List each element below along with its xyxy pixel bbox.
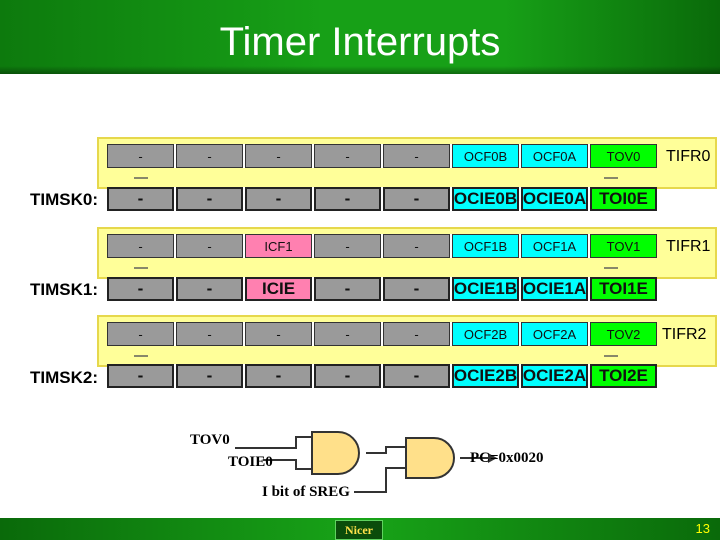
overlap-mark (604, 355, 618, 362)
timsk2-label: TIMSK2: (30, 368, 98, 387)
timsk2-bit6: - (176, 364, 243, 388)
overlap-mark (134, 267, 148, 274)
tifr0-bit0: TOV0 (590, 144, 657, 168)
tifr1-label: TIFR1 (666, 238, 711, 255)
and-gate-1 (311, 431, 360, 475)
tifr2-bit4: - (314, 322, 381, 346)
sreg-wire (354, 467, 406, 493)
timsk0-bit0: TOI0E (590, 187, 657, 211)
tifr2-bit6: - (176, 322, 243, 346)
logo: Nicer (335, 520, 383, 540)
tifr1-bit4: - (314, 234, 381, 258)
tifr1-bit3: - (383, 234, 450, 258)
tifr0-bit2: OCF0B (452, 144, 519, 168)
overlap-mark (134, 355, 148, 362)
timsk1-bit4: - (314, 277, 381, 301)
timsk1-bit1: OCIE1A (521, 277, 588, 301)
tifr0-bit1: OCF0A (521, 144, 588, 168)
tifr1-bit1: OCF1A (521, 234, 588, 258)
title-bar (0, 0, 720, 74)
tifr0-bit3: - (383, 144, 450, 168)
tov0-wire (235, 436, 312, 449)
tifr2-label: TIFR2 (662, 326, 707, 343)
timsk0-register: - - - - - OCIE0B OCIE0A TOI0E (107, 187, 657, 211)
timsk0-bit3: - (383, 187, 450, 211)
overlap-mark (134, 177, 148, 184)
timsk2-bit3: - (383, 364, 450, 388)
timsk2-register: - - - - - OCIE2B OCIE2A TOI2E (107, 364, 657, 388)
and1-output-wire (366, 446, 406, 454)
timsk1-bit7: - (107, 277, 174, 301)
tifr0-bit5: - (245, 144, 312, 168)
timsk0-bit1: OCIE0A (521, 187, 588, 211)
tifr2-bit2: OCF2B (452, 322, 519, 346)
toie0-wire (263, 459, 312, 470)
tifr0-bit7: - (107, 144, 174, 168)
timsk0-bit2: OCIE0B (452, 187, 519, 211)
tifr0-label: TIFR0 (666, 148, 711, 165)
tov0-label: TOV0 (190, 432, 230, 448)
output-arrow-icon (488, 453, 497, 463)
timsk0-bit6: - (176, 187, 243, 211)
tifr1-bit5: ICF1 (245, 234, 312, 258)
tifr0-bit6: - (176, 144, 243, 168)
timsk2-bit7: - (107, 364, 174, 388)
tifr1-bit0: TOV1 (590, 234, 657, 258)
timsk2-bit2: OCIE2B (452, 364, 519, 388)
tifr2-bit1: OCF2A (521, 322, 588, 346)
timsk0-label: TIMSK0: (30, 190, 98, 209)
overlap-mark (604, 267, 618, 274)
tifr2-bit7: - (107, 322, 174, 346)
timsk1-bit6: - (176, 277, 243, 301)
timsk1-bit2: OCIE1B (452, 277, 519, 301)
toie0-label: TOIE0 (228, 454, 273, 470)
timsk1-bit3: - (383, 277, 450, 301)
timsk1-label: TIMSK1: (30, 280, 98, 299)
tifr0-register: - - - - - OCF0B OCF0A TOV0 (107, 144, 657, 168)
timsk0-bit4: - (314, 187, 381, 211)
page-number: 13 (695, 521, 710, 536)
tifr2-bit0: TOV2 (590, 322, 657, 346)
and-gate-2 (405, 437, 455, 479)
tifr1-bit6: - (176, 234, 243, 258)
overlap-mark (604, 177, 618, 184)
tifr1-register: - - ICF1 - - OCF1B OCF1A TOV1 (107, 234, 657, 258)
timsk2-bit4: - (314, 364, 381, 388)
timsk1-register: - - ICIE - - OCIE1B OCIE1A TOI1E (107, 277, 657, 301)
sreg-ibit-label: I bit of SREG (262, 484, 350, 500)
tifr2-register: - - - - - OCF2B OCF2A TOV2 (107, 322, 657, 346)
timsk1-bit0: TOI1E (590, 277, 657, 301)
timsk0-bit7: - (107, 187, 174, 211)
timsk2-bit1: OCIE2A (521, 364, 588, 388)
tifr2-bit3: - (383, 322, 450, 346)
pc-vector-label: PC=0x0020 (470, 450, 544, 466)
tifr1-bit2: OCF1B (452, 234, 519, 258)
timsk2-bit5: - (245, 364, 312, 388)
page-title: Timer Interrupts (219, 20, 501, 64)
timsk1-bit5: ICIE (245, 277, 312, 301)
tifr0-bit4: - (314, 144, 381, 168)
tifr2-bit5: - (245, 322, 312, 346)
timsk0-bit5: - (245, 187, 312, 211)
tifr1-bit7: - (107, 234, 174, 258)
timsk2-bit0: TOI2E (590, 364, 657, 388)
